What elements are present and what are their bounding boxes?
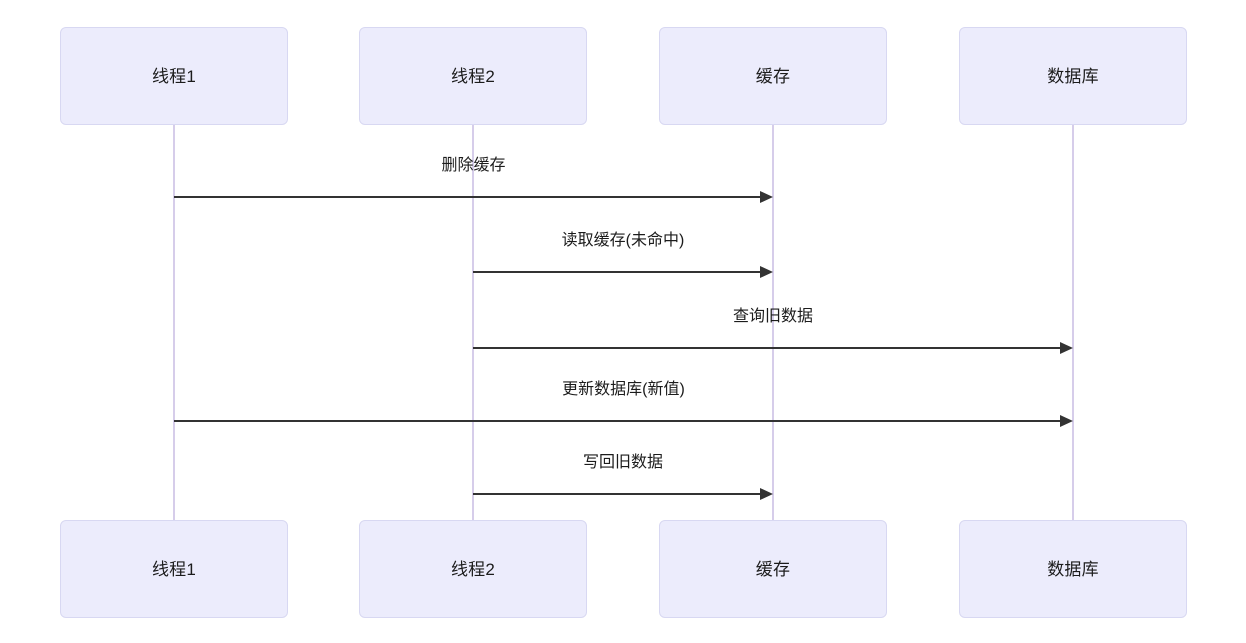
- participant-label-thread2-top: 线程2: [450, 66, 496, 86]
- message-label-4: 更新数据库(新值): [562, 381, 685, 398]
- participant-box-database-top[interactable]: 数据库: [959, 27, 1187, 125]
- participant-box-cache-bottom[interactable]: 缓存: [659, 520, 887, 618]
- lifeline-cache: [772, 125, 774, 520]
- message-line-2: [473, 271, 763, 273]
- participant-box-cache-top[interactable]: 缓存: [659, 27, 887, 125]
- participant-box-thread2-top[interactable]: 线程2: [359, 27, 587, 125]
- message-label-2: 读取缓存(未命中): [561, 232, 685, 249]
- arrowhead-icon-1: [760, 191, 773, 203]
- message-line-4: [174, 420, 1063, 422]
- participant-box-database-bottom[interactable]: 数据库: [959, 520, 1187, 618]
- lifeline-thread2: [472, 125, 474, 520]
- message-label-1: 删除缓存: [441, 157, 506, 174]
- arrowhead-icon-5: [760, 488, 773, 500]
- participant-label-thread1-bottom: 线程1: [151, 559, 197, 579]
- participant-label-cache-bottom: 缓存: [755, 559, 791, 579]
- arrowhead-icon-4: [1060, 415, 1073, 427]
- participant-box-thread1-bottom[interactable]: 线程1: [60, 520, 288, 618]
- participant-box-thread2-bottom[interactable]: 线程2: [359, 520, 587, 618]
- arrowhead-icon-2: [760, 266, 773, 278]
- lifeline-database: [1072, 125, 1074, 520]
- participant-label-database-bottom: 数据库: [1047, 559, 1099, 579]
- message-line-1: [174, 196, 763, 198]
- message-line-5: [473, 493, 763, 495]
- lifeline-thread1: [173, 125, 175, 520]
- participant-label-cache-top: 缓存: [755, 66, 791, 86]
- participant-box-thread1-top[interactable]: 线程1: [60, 27, 288, 125]
- message-line-3: [473, 347, 1063, 349]
- participant-label-thread2-bottom: 线程2: [450, 559, 496, 579]
- message-label-3: 查询旧数据: [732, 308, 814, 325]
- message-label-5: 写回旧数据: [582, 454, 664, 471]
- arrowhead-icon-3: [1060, 342, 1073, 354]
- participant-label-database-top: 数据库: [1047, 66, 1099, 86]
- participant-label-thread1-top: 线程1: [151, 66, 197, 86]
